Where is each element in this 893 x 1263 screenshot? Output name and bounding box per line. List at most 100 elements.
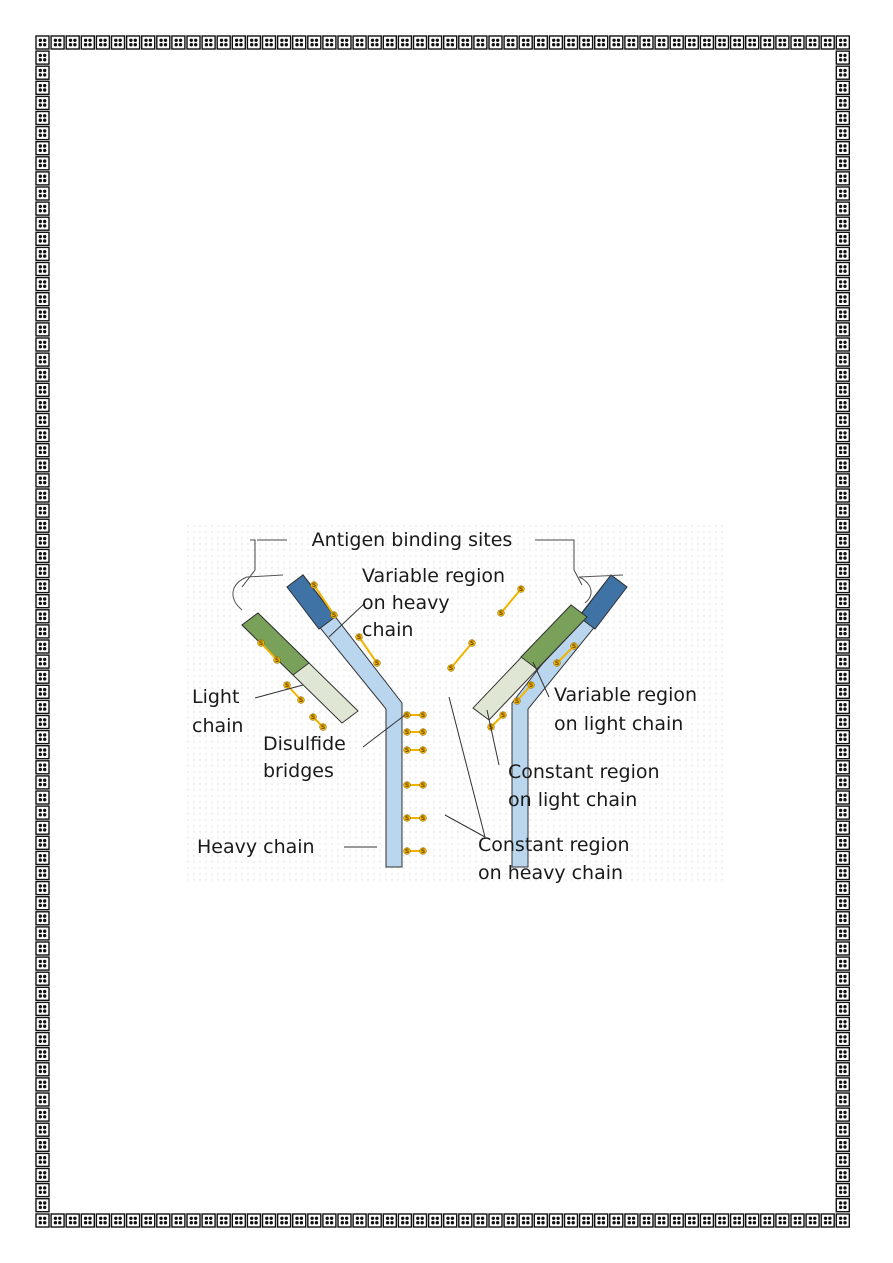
sulfur-symbol: S — [259, 640, 263, 647]
clover-box-icon — [835, 35, 850, 50]
sulfur-dot — [403, 746, 411, 754]
clover-box-icon — [35, 790, 50, 805]
clover-box-icon — [518, 35, 533, 50]
label-variable-heavy-3: chain — [362, 619, 413, 641]
clover-box-icon — [322, 1213, 337, 1228]
clover-box-icon — [835, 654, 850, 669]
disulfide-bond — [313, 584, 335, 616]
label-antigen-binding-sites: Antigen binding sites — [312, 529, 513, 551]
clover-box-icon — [835, 1152, 850, 1168]
clover-box-icon — [35, 35, 50, 50]
sulfur-dot — [570, 642, 578, 650]
clover-box-icon — [835, 986, 850, 1001]
clover-box-icon — [35, 488, 50, 503]
clover-box-icon — [352, 1213, 367, 1228]
clover-box-icon — [35, 382, 50, 397]
clover-box-icon — [488, 35, 503, 50]
disulfide-bond — [500, 588, 522, 614]
clover-box-icon — [835, 714, 850, 730]
clover-box-icon — [322, 35, 337, 50]
clover-box-icon — [35, 880, 50, 896]
clover-box-icon — [35, 1077, 50, 1092]
clover-box-icon — [835, 548, 850, 564]
clover-box-icon — [35, 95, 50, 111]
clover-box-icon — [65, 1213, 80, 1228]
leader-disulfide — [362, 714, 406, 748]
clover-box-icon — [231, 35, 247, 50]
clover-box-icon — [563, 35, 579, 50]
clover-box-icon — [578, 1213, 594, 1228]
sulfur-symbol: S — [515, 698, 519, 705]
clover-box-icon — [35, 337, 50, 352]
label-variable-heavy-2: on heavy — [362, 592, 450, 614]
clover-box-icon — [35, 578, 50, 594]
sulfur-symbol: S — [275, 657, 279, 664]
clover-box-icon — [458, 35, 473, 50]
clover-box-icon — [35, 140, 50, 156]
label-light-chain-1: Light — [192, 686, 239, 708]
clover-box-icon — [473, 35, 488, 50]
sulfur-symbol: S — [312, 582, 316, 589]
label-constant-light-2: on light chain — [508, 789, 637, 811]
clover-box-icon — [35, 563, 50, 579]
sulfur-symbol: S — [311, 714, 315, 721]
clover-box-icon — [835, 1197, 850, 1213]
clover-box-icon — [820, 1213, 835, 1228]
sulfur-symbol: S — [421, 712, 425, 719]
clover-box-icon — [835, 609, 850, 624]
clover-box-icon — [835, 624, 850, 639]
clover-box-icon — [50, 35, 65, 50]
clover-box-icon — [835, 65, 850, 80]
clover-box-icon — [35, 1092, 50, 1107]
disulfide-bond — [260, 642, 278, 661]
clover-box-icon — [307, 35, 322, 50]
clover-box-icon — [835, 397, 850, 413]
clover-box-icon — [835, 216, 850, 231]
clover-box-icon — [654, 1213, 669, 1228]
clover-box-icon — [216, 1213, 231, 1228]
sulfur-dot — [419, 814, 427, 822]
clover-box-icon — [35, 865, 50, 881]
clover-box-icon — [443, 35, 458, 50]
clover-box-icon — [35, 171, 50, 186]
clover-box-icon — [835, 956, 850, 971]
sulfur-symbol: S — [529, 682, 533, 689]
leader-constant-light — [486, 709, 500, 766]
clover-box-icon — [35, 1107, 50, 1122]
clover-box-icon — [835, 896, 850, 911]
clover-box-icon — [35, 443, 50, 458]
clover-box-icon — [835, 1107, 850, 1122]
clover-box-icon — [654, 35, 669, 50]
clover-box-icon — [714, 1213, 730, 1228]
clover-box-icon — [35, 926, 50, 941]
clover-box-icon — [835, 805, 850, 820]
sulfur-symbol: S — [421, 815, 425, 822]
clover-box-icon — [35, 458, 50, 473]
clover-box-icon — [835, 699, 850, 715]
clover-box-icon — [35, 956, 50, 971]
clover-box-icon — [35, 775, 50, 790]
clover-box-icon — [35, 322, 50, 337]
clover-box-icon — [201, 35, 216, 50]
label-constant-heavy-2: on heavy chain — [478, 862, 623, 884]
light-variable-right — [520, 604, 588, 670]
label-variable-light-1: Variable region — [554, 684, 697, 706]
clover-box-icon — [835, 820, 850, 835]
clover-box-icon — [231, 1213, 247, 1228]
clover-box-icon — [35, 729, 50, 745]
clover-box-icon — [35, 427, 50, 443]
label-light-chain-2: chain — [192, 715, 243, 737]
clover-box-icon — [186, 35, 201, 50]
clover-box-icon — [835, 125, 850, 141]
clover-box-icon — [261, 35, 277, 50]
sulfur-dot — [319, 723, 327, 731]
sulfur-dot — [419, 746, 427, 754]
clover-box-icon — [609, 1213, 624, 1228]
clover-box-icon — [503, 35, 518, 50]
clover-box-icon — [533, 35, 548, 50]
sulfur-dot — [309, 713, 317, 721]
clover-box-icon — [35, 624, 50, 639]
clover-box-icon — [35, 820, 50, 835]
clover-box-icon — [729, 35, 745, 50]
clover-box-icon — [261, 1213, 277, 1228]
